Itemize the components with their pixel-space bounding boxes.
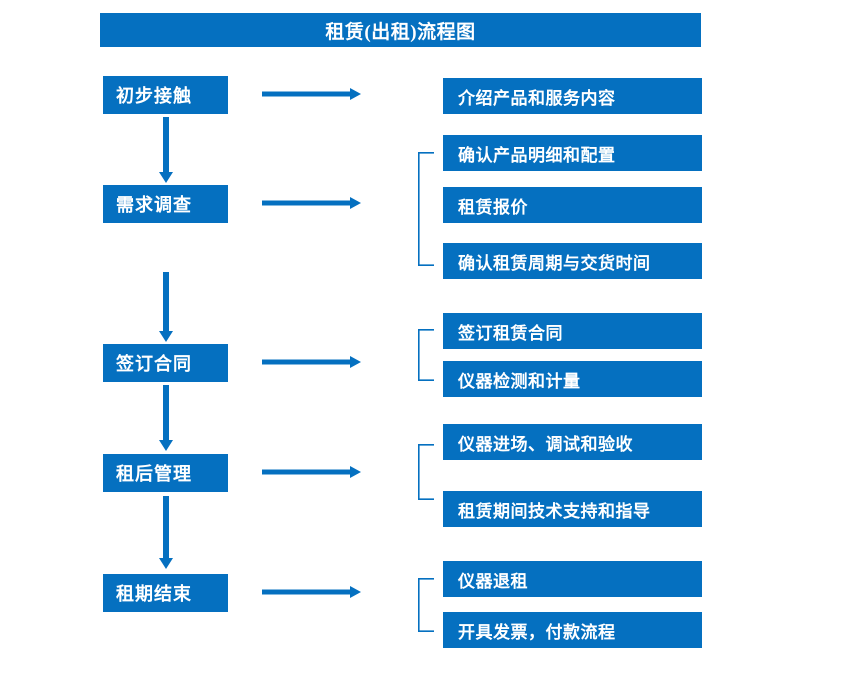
bracket-group-post-rental [418, 444, 434, 500]
detail-box[interactable]: 确认租赁周期与交货时间 [443, 243, 702, 279]
arrow-stage-5-to-details [262, 583, 361, 601]
stage-box[interactable]: 初步接触 [103, 76, 228, 114]
detail-box[interactable]: 确认产品明细和配置 [443, 135, 702, 171]
detail-box[interactable]: 租赁报价 [443, 187, 702, 223]
detail-box[interactable]: 开具发票，付款流程 [443, 612, 702, 648]
page-title: 租赁(出租)流程图 [100, 13, 701, 47]
bracket-group-requirement [418, 152, 434, 266]
stage-box[interactable]: 需求调查 [103, 185, 228, 223]
arrow-stage-2-to-details [262, 194, 361, 212]
stage-box[interactable]: 租期结束 [103, 574, 228, 612]
detail-box[interactable]: 仪器检测和计量 [443, 361, 702, 397]
arrow-stage-2-to-stage-3 [157, 272, 175, 342]
arrow-stage-3-to-stage-4 [157, 385, 175, 451]
detail-box[interactable]: 仪器退租 [443, 561, 702, 597]
stage-box[interactable]: 租后管理 [103, 454, 228, 492]
bracket-group-termination [418, 578, 434, 632]
arrow-stage-4-to-stage-5 [157, 496, 175, 569]
arrow-stage-3-to-details [262, 353, 361, 371]
detail-box[interactable]: 介绍产品和服务内容 [443, 78, 702, 114]
bracket-group-contract [418, 329, 434, 381]
arrow-stage-4-to-details [262, 463, 361, 481]
detail-box[interactable]: 租赁期间技术支持和指导 [443, 491, 702, 527]
detail-box[interactable]: 签订租赁合同 [443, 313, 702, 349]
stage-box[interactable]: 签订合同 [103, 344, 228, 382]
arrow-stage-1-to-details [262, 85, 361, 103]
detail-box[interactable]: 仪器进场、调试和验收 [443, 424, 702, 460]
arrow-stage-1-to-stage-2 [157, 117, 175, 183]
